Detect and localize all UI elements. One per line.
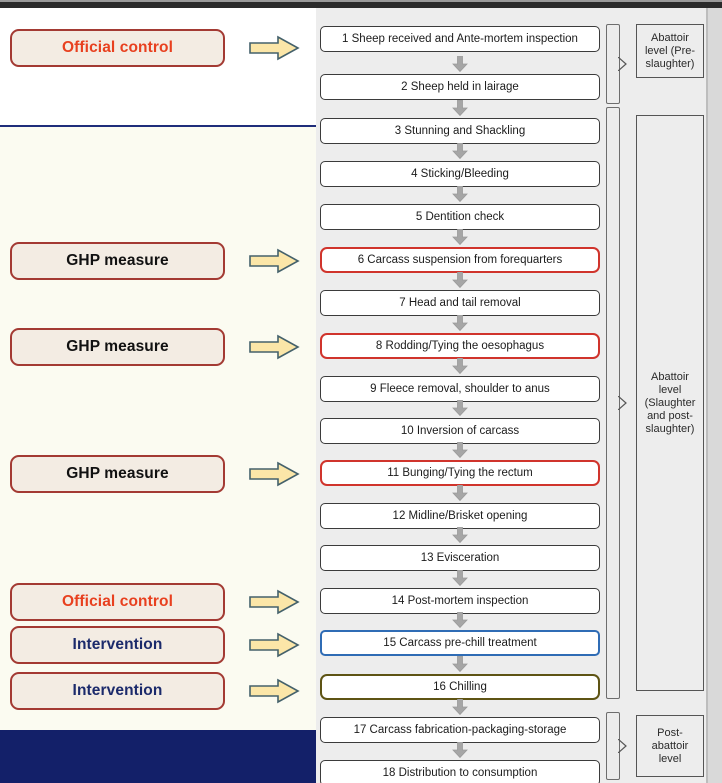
connector-down-arrow-icon <box>452 485 468 501</box>
connector-down-arrow-icon <box>452 442 468 458</box>
left-panel-navy-band <box>0 730 316 783</box>
process-box-3[interactable]: 3 Stunning and Shackling <box>320 118 600 144</box>
legend-pill-label: GHP measure <box>66 252 169 269</box>
process-box-label: 15 Carcass pre-chill treatment <box>383 637 537 649</box>
process-box-label: 5 Dentition check <box>415 211 505 223</box>
level-bracket-pointer-icon <box>618 739 628 753</box>
process-box-14[interactable]: 14 Post-mortem inspection <box>320 588 600 614</box>
legend-pill-label: Intervention <box>72 636 163 653</box>
connector-down-arrow-icon <box>452 56 468 72</box>
connector-down-arrow-icon <box>452 272 468 288</box>
window-chrome-highlight <box>0 0 722 2</box>
legend-pill-label: Official control <box>62 593 173 610</box>
process-box-6[interactable]: 6 Carcass suspension from forequarters <box>320 247 600 273</box>
legend-pill-ghp-measure-1[interactable]: GHP measure <box>10 242 225 280</box>
right-block-arrow-icon <box>248 589 300 615</box>
process-box-10[interactable]: 10 Inversion of carcass <box>320 418 600 444</box>
legend-pill-intervention-1[interactable]: Intervention <box>10 626 225 664</box>
legend-pill-ghp-measure-2[interactable]: GHP measure <box>10 328 225 366</box>
process-box-8[interactable]: 8 Rodding/Tying the oesophagus <box>320 333 600 359</box>
connector-down-arrow-icon <box>452 656 468 672</box>
process-box-4[interactable]: 4 Sticking/Bleeding <box>320 161 600 187</box>
level-label-abattoir-pre-slaughter[interactable]: Abattoir level (Pre-slaughter) <box>636 24 704 78</box>
process-box-15[interactable]: 15 Carcass pre-chill treatment <box>320 630 600 656</box>
process-box-5[interactable]: 5 Dentition check <box>320 204 600 230</box>
level-label-post-abattoir[interactable]: Post-abattoir level <box>636 715 704 777</box>
connector-down-arrow-icon <box>452 100 468 116</box>
process-box-18[interactable]: 18 Distribution to consumption <box>320 760 600 783</box>
process-box-label: 4 Sticking/Bleeding <box>411 168 509 180</box>
level-label-abattoir-slaughter-post[interactable]: Abattoir level (Slaughter and post-slaug… <box>636 115 704 691</box>
process-box-label: 9 Fleece removal, shoulder to anus <box>370 383 550 395</box>
connector-down-arrow-icon <box>452 527 468 543</box>
connector-down-arrow-icon <box>452 186 468 202</box>
process-box-7[interactable]: 7 Head and tail removal <box>320 290 600 316</box>
connector-down-arrow-icon <box>452 143 468 159</box>
right-gutter-edge <box>706 8 708 783</box>
left-panel-upper-background <box>0 8 316 127</box>
legend-pill-label: Official control <box>62 39 173 56</box>
legend-pill-ghp-measure-3[interactable]: GHP measure <box>10 455 225 493</box>
process-box-label: 16 Chilling <box>433 681 487 693</box>
legend-pill-intervention-2[interactable]: Intervention <box>10 672 225 710</box>
right-block-arrow-icon <box>248 632 300 658</box>
right-block-arrow-icon <box>248 678 300 704</box>
process-box-12[interactable]: 12 Midline/Brisket opening <box>320 503 600 529</box>
right-block-arrow-icon <box>248 334 300 360</box>
process-box-label: 10 Inversion of carcass <box>400 425 520 437</box>
legend-pill-official-control-1[interactable]: Official control <box>10 29 225 67</box>
connector-down-arrow-icon <box>452 699 468 715</box>
process-box-17[interactable]: 17 Carcass fabrication-packaging-storage <box>320 717 600 743</box>
process-box-label: 12 Midline/Brisket opening <box>392 510 528 522</box>
navy-divider-line <box>0 125 316 127</box>
process-box-11[interactable]: 11 Bunging/Tying the rectum <box>320 460 600 486</box>
right-block-arrow-icon <box>248 248 300 274</box>
level-bracket-abattoir-pre-slaughter <box>606 24 620 104</box>
level-bracket-abattoir-slaughter-post <box>606 107 620 699</box>
connector-down-arrow-icon <box>452 358 468 374</box>
process-box-label: 8 Rodding/Tying the oesophagus <box>375 340 545 352</box>
process-box-1[interactable]: 1 Sheep received and Ante-mortem inspect… <box>320 26 600 52</box>
connector-down-arrow-icon <box>452 742 468 758</box>
process-box-label: 6 Carcass suspension from forequarters <box>357 254 563 266</box>
process-box-label: 3 Stunning and Shackling <box>394 125 526 137</box>
connector-down-arrow-icon <box>452 315 468 331</box>
process-box-label: 17 Carcass fabrication-packaging-storage <box>353 724 567 736</box>
process-box-label: 1 Sheep received and Ante-mortem inspect… <box>342 33 578 45</box>
level-bracket-pointer-icon <box>618 396 628 410</box>
legend-pill-label: GHP measure <box>66 338 169 355</box>
window-chrome-bar <box>0 0 722 8</box>
process-box-label: 13 Evisceration <box>420 552 500 564</box>
right-block-arrow-icon <box>248 461 300 487</box>
process-box-13[interactable]: 13 Evisceration <box>320 545 600 571</box>
right-gutter <box>706 8 722 783</box>
process-box-label: 2 Sheep held in lairage <box>401 81 519 93</box>
level-label-text: Abattoir level (Pre-slaughter) <box>644 31 696 70</box>
process-box-16[interactable]: 16 Chilling <box>320 674 600 700</box>
legend-pill-label: Intervention <box>72 682 163 699</box>
level-bracket-post-abattoir <box>606 712 620 780</box>
connector-down-arrow-icon <box>452 400 468 416</box>
level-label-text: Post-abattoir level <box>651 726 689 765</box>
process-box-2[interactable]: 2 Sheep held in lairage <box>320 74 600 100</box>
right-block-arrow-icon <box>248 35 300 61</box>
process-box-9[interactable]: 9 Fleece removal, shoulder to anus <box>320 376 600 402</box>
connector-down-arrow-icon <box>452 570 468 586</box>
process-box-label: 18 Distribution to consumption <box>382 767 538 779</box>
connector-down-arrow-icon <box>452 612 468 628</box>
process-box-label: 11 Bunging/Tying the rectum <box>387 467 533 479</box>
legend-pill-label: GHP measure <box>66 465 169 482</box>
process-box-label: 14 Post-mortem inspection <box>391 595 529 607</box>
level-bracket-pointer-icon <box>618 57 628 71</box>
legend-pill-official-control-2[interactable]: Official control <box>10 583 225 621</box>
level-label-text: Abattoir level (Slaughter and post-slaug… <box>644 370 696 435</box>
process-box-label: 7 Head and tail removal <box>399 297 521 309</box>
connector-down-arrow-icon <box>452 229 468 245</box>
